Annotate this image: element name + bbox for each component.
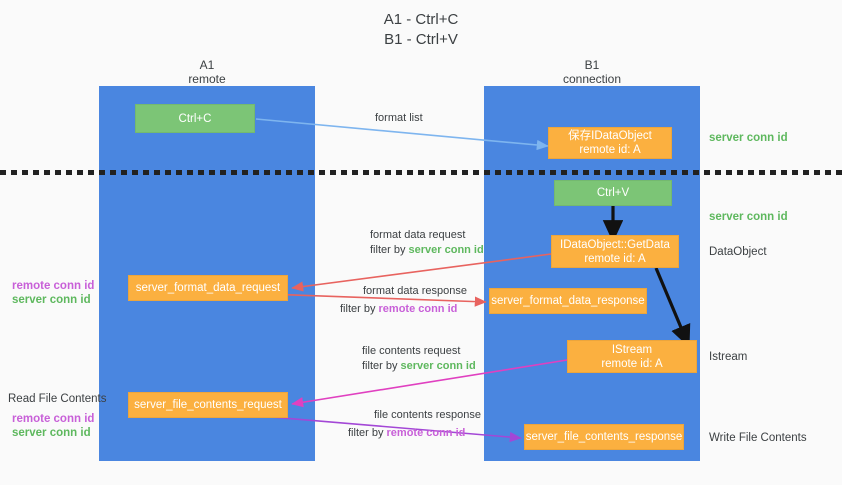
caption-file-contents-request-line1: file contents request [362,345,461,357]
caption-file-contents-response-line2: filter by remote conn id [348,426,481,441]
node-server-format-data-request-label: server_format_data_request [135,282,281,294]
caption-file-contents-request-line2: filter by server conn id [362,359,476,374]
diagram-title: A1 - Ctrl+C B1 - Ctrl+V [0,10,842,50]
phase-divider-dashed-line [0,170,842,175]
node-server-file-contents-request[interactable]: server_file_contents_request [128,392,288,418]
caption-format-data-request: format data request filter by server con… [370,228,484,258]
label-server-conn-id-top: server conn id [709,132,788,144]
node-server-file-contents-response-label: server_file_contents_response [525,431,683,443]
node-idataobject-getdata[interactable]: IDataObject::GetData remote id: A [551,235,679,268]
label-istream: Istream [709,351,748,363]
node-dataobject-top-line1: 保存IDataObject [568,130,652,142]
caption-file-contents-request-value: server conn id [400,360,476,372]
node-ctrl-c[interactable]: Ctrl+C [135,104,255,133]
column-a1-name: A1 [199,58,215,72]
label-write-file-contents: Write File Contents [709,432,807,444]
node-getdata-line1: IDataObject::GetData [560,238,670,251]
caption-format-data-response-line2: filter by remote conn id [340,302,467,317]
node-istream-line1: IStream [611,343,653,356]
label-remote-conn-id-2: remote conn id [12,413,95,425]
node-ctrl-v-label: Ctrl+V [596,187,630,199]
caption-format-list: format list [375,111,423,126]
label-server-conn-id-1: server conn id [12,294,91,306]
node-dataobject-top[interactable]: 保存IDataObject remote id: A [548,127,672,159]
title-line-1: A1 - Ctrl+C [383,11,459,28]
label-dataobject: DataObject [709,246,767,258]
node-ctrl-v[interactable]: Ctrl+V [554,180,672,206]
caption-format-list-text: format list [375,112,423,124]
node-server-format-data-response-label: server_format_data_response [491,295,645,307]
node-server-format-data-request[interactable]: server_format_data_request [128,275,288,301]
node-ctrl-c-label: Ctrl+C [178,112,212,125]
label-server-conn-id-2: server conn id [12,427,91,439]
column-header-b1: B1 connection [484,58,700,86]
caption-file-contents-response-prefix: filter by [348,427,387,439]
caption-format-data-request-line1: format data request [370,229,466,241]
caption-format-data-response-value: remote conn id [378,303,458,315]
column-a1-subtitle: remote [188,72,226,86]
node-dataobject-top-line2: remote id: A [579,144,641,156]
column-b1-subtitle: connection [562,72,622,86]
caption-format-data-response-line1: format data response [363,285,467,297]
column-b1-name: B1 [584,58,600,72]
label-read-file-contents: Read File Contents [8,393,107,405]
caption-format-data-request-value: server conn id [408,244,484,256]
caption-format-data-response-prefix: filter by [340,303,379,315]
title-line-2: B1 - Ctrl+V [384,31,458,48]
column-header-a1: A1 remote [99,58,315,86]
label-remote-conn-id-1: remote conn id [12,280,95,292]
caption-format-data-request-line2: filter by server conn id [370,243,484,258]
caption-file-contents-request-prefix: filter by [362,360,401,372]
caption-file-contents-request: file contents request filter by server c… [362,344,476,374]
label-server-conn-id-mid: server conn id [709,211,788,223]
node-server-file-contents-request-label: server_file_contents_request [134,399,282,411]
node-getdata-line2: remote id: A [584,252,646,265]
node-istream-line2: remote id: A [601,357,663,370]
node-istream[interactable]: IStream remote id: A [567,340,697,373]
caption-format-data-request-prefix: filter by [370,244,409,256]
node-server-file-contents-response[interactable]: server_file_contents_response [524,424,684,450]
caption-file-contents-response-value: remote conn id [386,427,466,439]
caption-file-contents-response: file contents response filter by remote … [348,408,482,441]
caption-file-contents-response-line1: file contents response [374,409,482,421]
caption-format-data-response: format data response filter by remote co… [340,284,467,317]
node-server-format-data-response[interactable]: server_format_data_response [489,288,647,314]
